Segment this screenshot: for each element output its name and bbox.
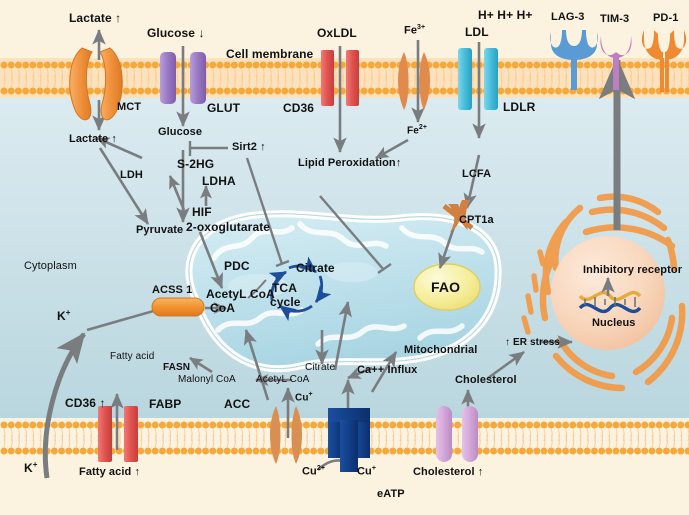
label-lactate-out: Lactate ↑ — [69, 11, 122, 25]
label-glut: GLUT — [207, 101, 241, 115]
label-tca-cycle: cycle — [270, 295, 301, 309]
label-eatp: eATP — [377, 488, 405, 500]
ldlr-transporter — [458, 48, 498, 110]
label-cholesterol-out: Cholesterol ↑ — [413, 466, 484, 478]
label-cholesterol-cyto: Cholesterol — [455, 374, 517, 386]
label-fasn: FASN — [163, 362, 191, 373]
label-inhibitory-receptor: Inhibitory receptor — [583, 264, 683, 276]
label-protons: H+ H+ H+ — [478, 8, 533, 22]
label-fe2: Fe2+ — [407, 124, 428, 137]
label-acetyl-coa-mito: AcetyL CoA — [206, 287, 275, 301]
label-nucleus: Nucleus — [592, 317, 636, 329]
lag3-receptor — [550, 30, 598, 90]
label-tim3: TIM-3 — [600, 13, 630, 25]
cd36-transporter-top — [321, 50, 359, 106]
label-cell-membrane: Cell membrane — [226, 47, 314, 61]
label-acss1: ACSS 1 — [152, 284, 193, 296]
label-fe3: Fe3+ — [404, 24, 426, 37]
eatp-channel — [328, 408, 370, 472]
glut-transporter — [160, 52, 206, 104]
label-cpt1a: CPT1a — [459, 214, 494, 226]
label-fatty-acid-out: Fatty acid ↑ — [79, 466, 141, 478]
tim3-receptor — [600, 36, 632, 90]
label-oxldl: OxLDL — [317, 26, 357, 40]
label-ldlr: LDLR — [503, 100, 536, 114]
label-fao: FAO — [431, 279, 461, 295]
label-cu1-out: Cu+ — [357, 465, 377, 478]
label-hif: HIF — [192, 205, 212, 219]
dna-helix — [578, 290, 642, 314]
label-mct: MCT — [117, 101, 142, 113]
label-ldl: LDL — [465, 25, 489, 39]
label-citrate-mito: Citrate — [296, 261, 335, 275]
nucleus-body — [551, 236, 665, 350]
label-lipid-peroxidation: Lipid Peroxidation↑ — [298, 157, 402, 169]
label-k-plus-out: K+ — [24, 460, 38, 475]
label-er-stress: ↑ ER stress — [505, 337, 561, 348]
label-glucose-cyto: Glucose — [158, 126, 203, 138]
label-fatty-acid-cyto: Fatty acid — [110, 351, 155, 362]
fe-transporter — [398, 52, 430, 110]
label-malonyl-coa: Malonyl CoA — [178, 374, 236, 385]
label-lactate-in: Lactate ↑ — [69, 133, 117, 145]
acss1-enzyme — [151, 297, 205, 317]
label-cu2-out: Cu2+ — [302, 465, 326, 478]
nucleus-and-er — [521, 193, 686, 392]
label-2-oxoglutarate: 2-oxoglutarate — [186, 220, 271, 234]
label-mitochondrial: Mitochondrial — [404, 344, 478, 356]
label-glucose-in: Glucose ↓ — [147, 26, 205, 40]
label-tca: TCA — [272, 281, 297, 295]
label-coa-mito: CoA — [210, 301, 235, 315]
label-lcfa: LCFA — [462, 168, 492, 180]
mct-transporter — [69, 47, 123, 121]
label-cd36-top: CD36 — [283, 101, 315, 115]
cholesterol-channel — [436, 406, 478, 462]
label-lag3: LAG-3 — [551, 11, 585, 23]
pd1-receptor — [641, 30, 687, 92]
label-acetyl-coa-cyto: AcetyL CoA — [256, 374, 310, 385]
label-s2hg: S-2HG — [177, 157, 215, 171]
cu-transporter — [270, 406, 302, 464]
label-sirt2: Sirt2 ↑ — [232, 141, 266, 153]
label-fabp: FABP — [149, 397, 182, 411]
label-pdc: PDC — [224, 259, 250, 273]
label-ldha: LDHA — [202, 174, 236, 188]
label-cytoplasm: Cytoplasm — [24, 260, 77, 272]
label-pyruvate: Pyruvate — [136, 224, 184, 236]
label-ca-influx: Ca++ Influx — [357, 364, 418, 376]
label-ldh: LDH — [120, 169, 143, 181]
label-k-plus-in: K+ — [57, 308, 71, 323]
label-acc: ACC — [224, 397, 251, 411]
label-citrate-cyto: Citrate — [305, 362, 336, 373]
cd36-transporter-bottom — [98, 406, 138, 462]
label-cu-plus-cyto: Cu+ — [295, 391, 313, 404]
label-pd1: PD-1 — [653, 12, 679, 24]
label-cd36-bottom: CD36 ↑ — [65, 396, 106, 410]
